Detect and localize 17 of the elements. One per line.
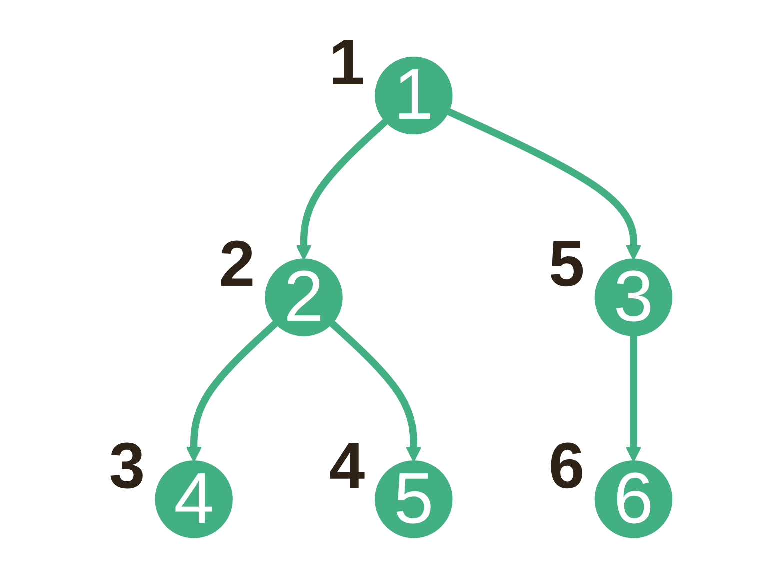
circle-node: 5 [375, 460, 453, 540]
visit-order-number: 6 [548, 429, 585, 502]
circle-node: 2 [265, 258, 343, 338]
arrow [446, 108, 642, 260]
circle-node: 6 [594, 460, 673, 540]
circle-node: 1 [375, 56, 453, 136]
visit-order-number: 4 [329, 429, 366, 502]
arrow [626, 336, 642, 462]
visit-order-number: 2 [219, 227, 256, 300]
visit-order-number: 5 [548, 227, 585, 300]
visit-order-number: 3 [109, 429, 146, 502]
arrow [186, 320, 278, 462]
arrow [330, 320, 422, 462]
arrow [296, 118, 388, 260]
circle-node: 3 [594, 258, 673, 338]
circle-node: 4 [155, 460, 233, 540]
visit-order-number: 1 [329, 25, 366, 98]
